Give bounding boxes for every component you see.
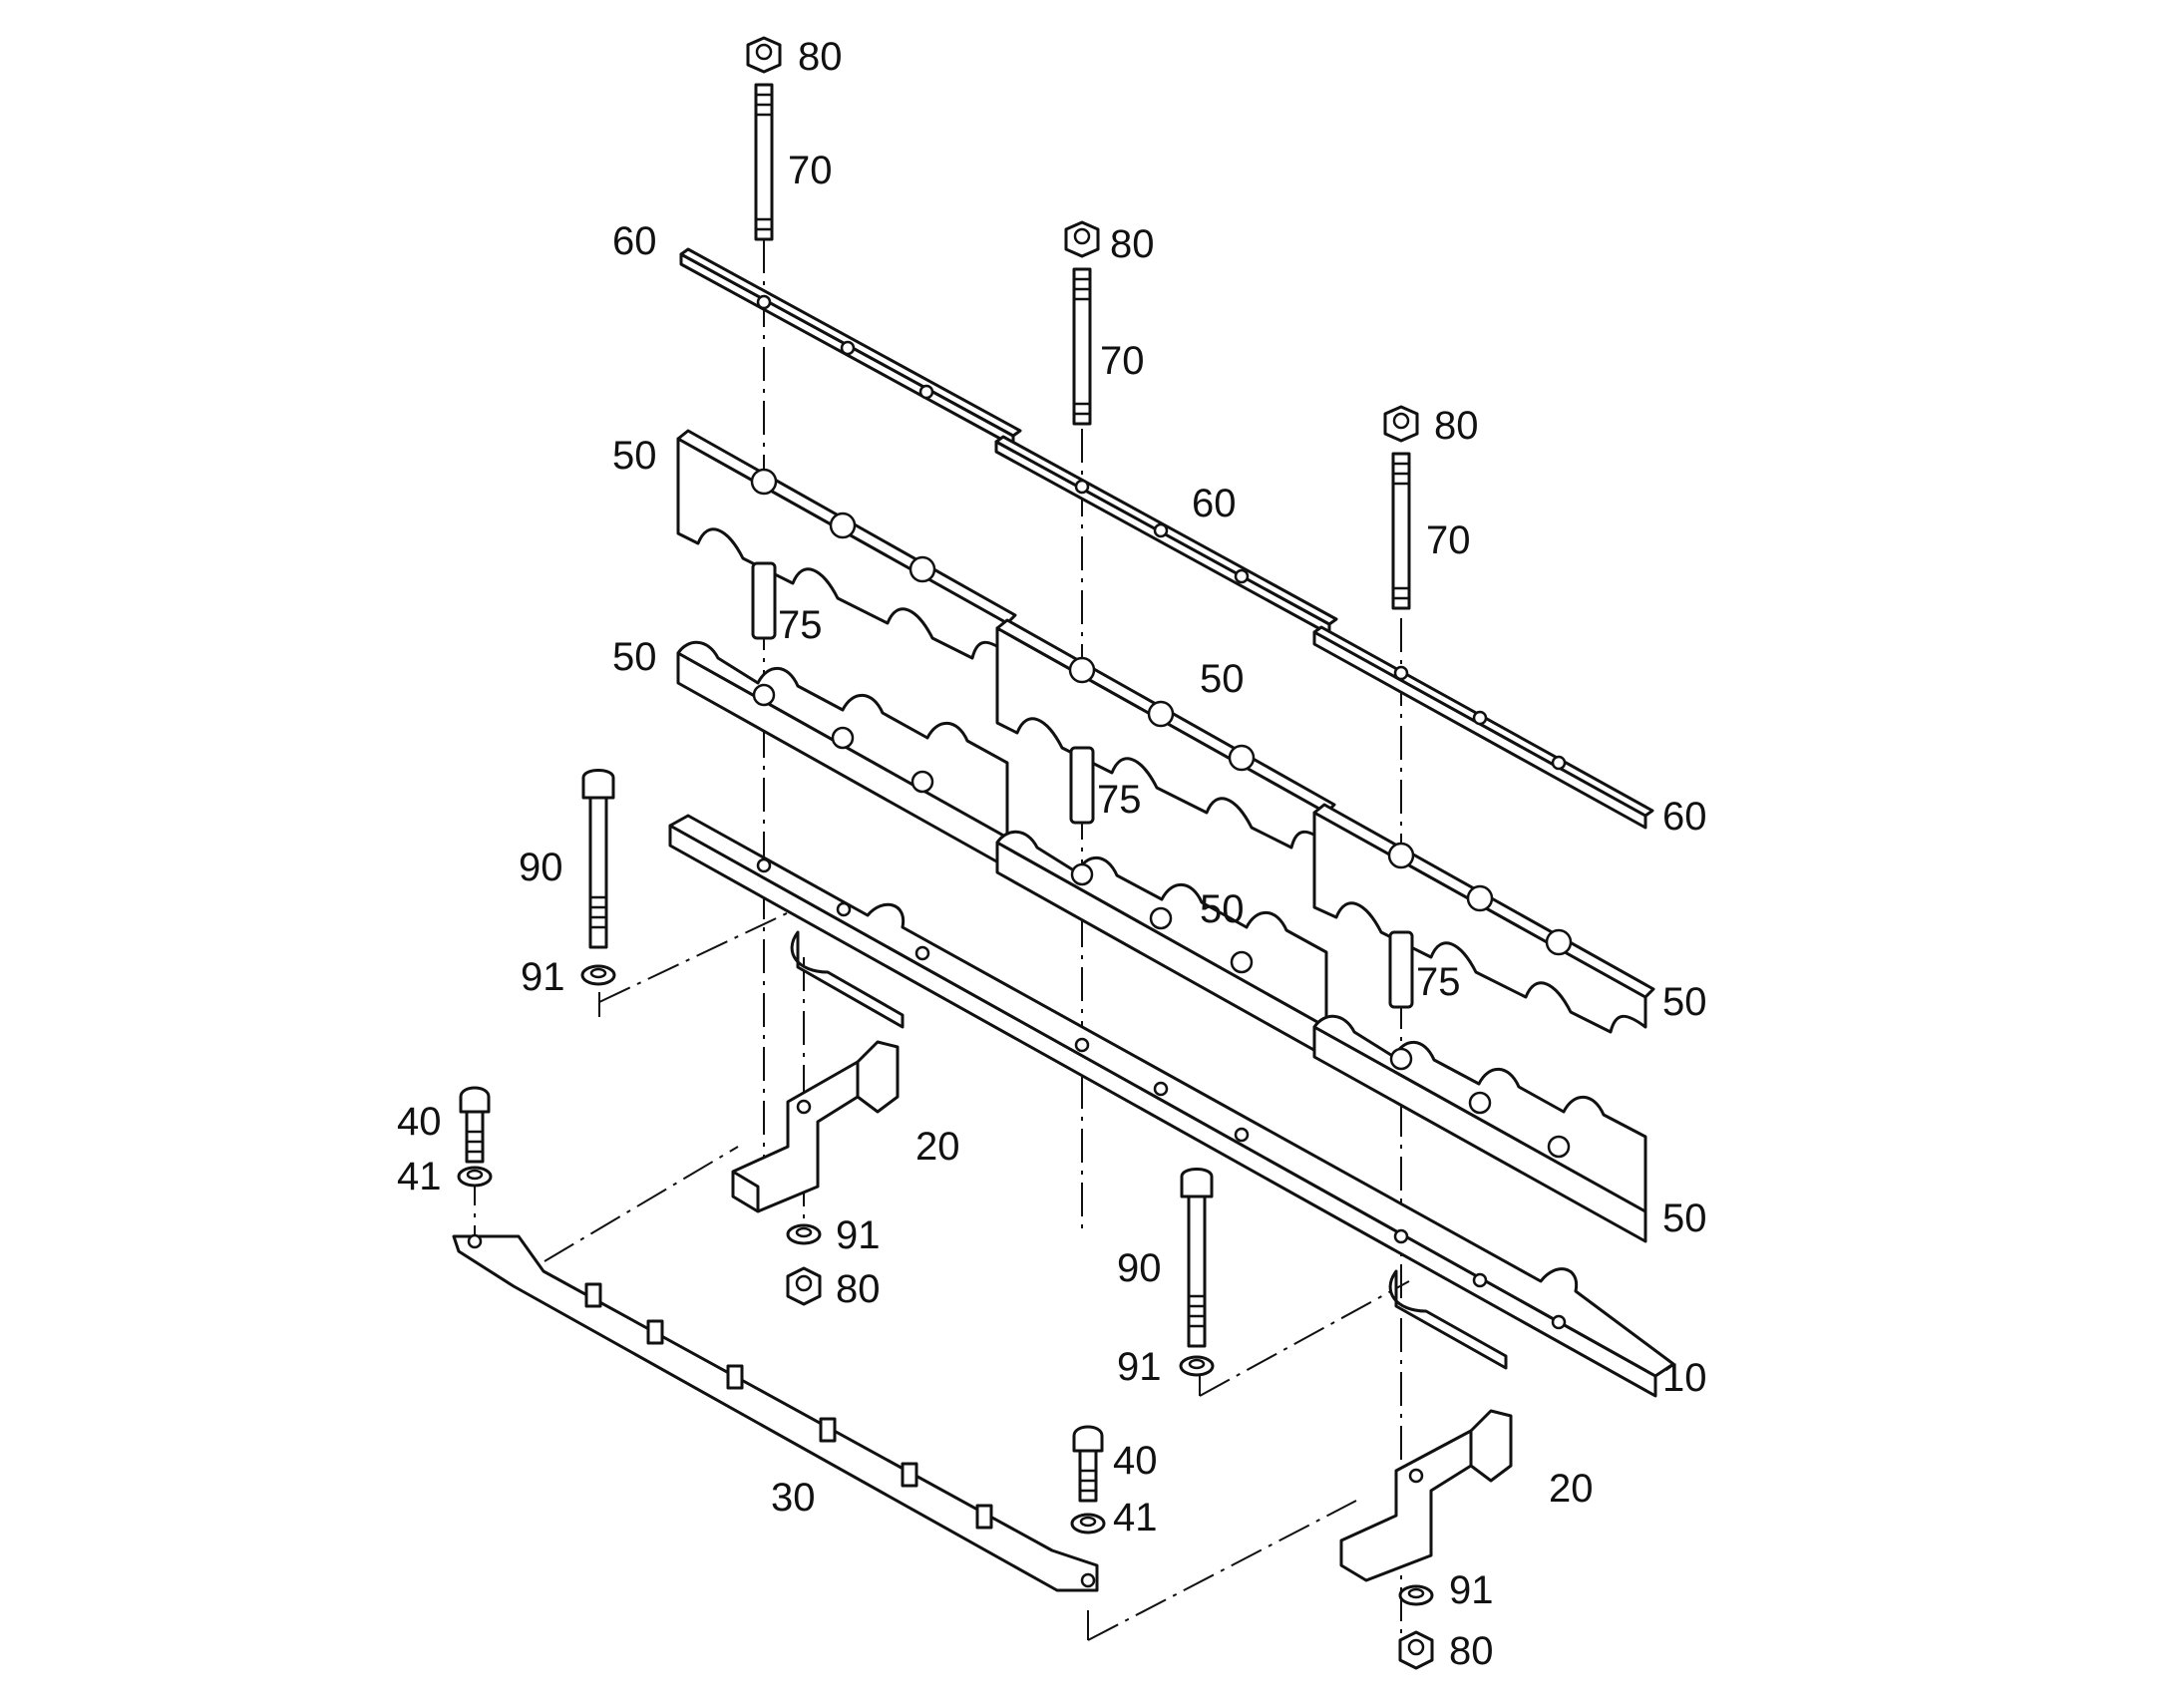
callout-label: 80 <box>1434 404 1479 448</box>
callout-label: 40 <box>1113 1439 1158 1483</box>
callout-label: 20 <box>915 1125 960 1169</box>
base-rail-10 <box>668 814 1675 1398</box>
callout-label: 60 <box>1192 482 1237 525</box>
callout-label: 80 <box>1110 222 1155 266</box>
callout-label: 90 <box>519 846 563 889</box>
nut-80-top-left <box>746 36 782 74</box>
bolt-40-left <box>459 1086 491 1164</box>
washer-91-under-left-bracket <box>786 1223 822 1245</box>
callout-label: 91 <box>836 1213 881 1257</box>
washer-91-right <box>1179 1355 1215 1377</box>
dowel-pin-75-left <box>751 561 777 640</box>
callout-label: 50 <box>612 635 657 679</box>
callout-label: 50 <box>1200 657 1245 701</box>
callout-label: 50 <box>612 434 657 478</box>
clamp-half-50-lower-middle <box>995 830 1328 1059</box>
clamp-half-50-lower-left <box>676 640 1009 869</box>
washer-41-left <box>457 1166 493 1188</box>
callout-label: 90 <box>1117 1246 1162 1290</box>
callout-label: 50 <box>1662 1196 1707 1240</box>
bracket-20-right <box>1339 1409 1513 1582</box>
crossbar-30 <box>452 1233 1099 1592</box>
callout-label: 60 <box>1662 795 1707 839</box>
callout-label: 20 <box>1549 1467 1594 1511</box>
callout-label: 50 <box>1200 887 1245 931</box>
clamp-half-50-upper-left <box>676 429 1017 660</box>
callout-label: 10 <box>1662 1356 1707 1400</box>
dowel-pin-75-right <box>1388 930 1414 1009</box>
callout-labels: 80 70 60 80 70 80 60 70 50 75 50 50 75 6… <box>397 35 1707 1673</box>
callout-label: 91 <box>1117 1345 1162 1389</box>
stud-70-middle <box>1072 267 1092 426</box>
flat-strip-60-left <box>679 247 1022 448</box>
clamp-half-50-lower-right <box>1312 1014 1647 1243</box>
callout-label: 70 <box>1100 339 1145 383</box>
callout-label: 91 <box>1449 1568 1494 1612</box>
nut-80-top-right <box>1383 405 1419 443</box>
callout-label: 80 <box>798 35 843 79</box>
callout-label: 50 <box>1662 980 1707 1024</box>
stud-70-left <box>754 83 774 241</box>
callout-label: 60 <box>612 219 657 263</box>
callout-label: 80 <box>836 1267 881 1311</box>
nut-80-under-left-bracket <box>786 1266 822 1306</box>
callout-label: 75 <box>778 603 823 647</box>
callout-label: 80 <box>1449 1629 1494 1673</box>
flat-strip-60-right <box>1312 625 1654 830</box>
callout-label: 41 <box>1113 1496 1158 1539</box>
callout-label: 75 <box>1416 960 1461 1004</box>
callout-label: 30 <box>771 1476 816 1520</box>
nut-80-top-middle <box>1064 220 1100 258</box>
callout-label: 70 <box>788 149 833 192</box>
clamp-half-50-upper-right <box>1312 803 1655 1034</box>
bolt-90-left <box>581 769 615 949</box>
washer-91-under-right-bracket <box>1398 1584 1434 1606</box>
flat-strip-60-middle <box>994 435 1338 636</box>
clamp-half-50-upper-middle <box>995 618 1336 850</box>
callout-label: 70 <box>1426 518 1471 562</box>
bolt-90-right <box>1180 1168 1214 1348</box>
bolt-40-right <box>1072 1425 1104 1503</box>
callout-label: 91 <box>521 955 565 999</box>
washer-41-right <box>1070 1513 1106 1535</box>
nut-80-under-right-bracket <box>1398 1630 1434 1670</box>
callout-label: 40 <box>397 1100 442 1144</box>
stud-70-right <box>1391 452 1411 610</box>
bracket-20-left <box>731 1040 900 1213</box>
callout-label: 41 <box>397 1155 442 1198</box>
dowel-pin-75-middle <box>1069 746 1095 825</box>
callout-label: 75 <box>1097 778 1142 822</box>
washer-91-left <box>580 964 616 986</box>
